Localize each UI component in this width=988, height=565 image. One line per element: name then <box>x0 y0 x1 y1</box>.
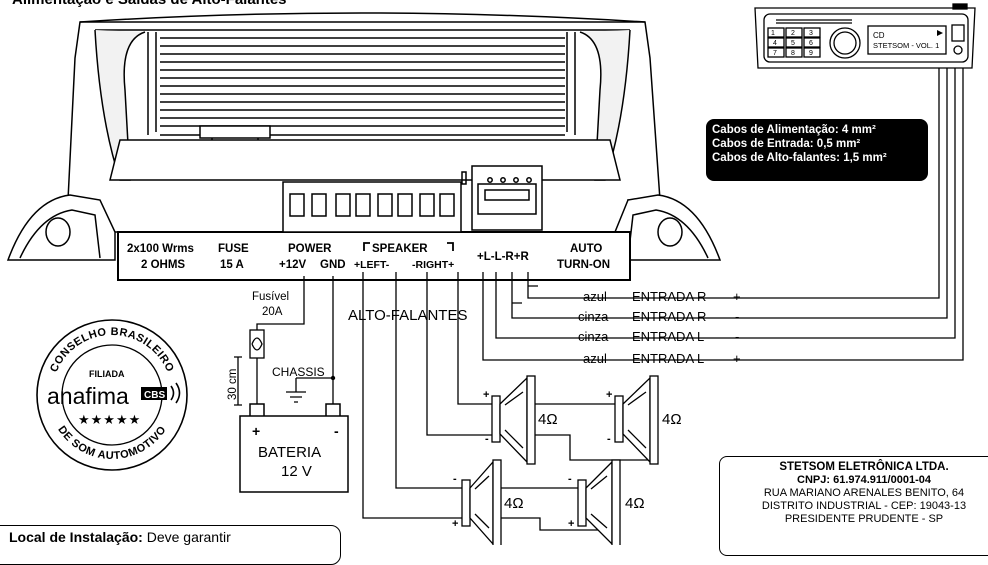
entrada-3-name: ENTRADA L <box>632 351 704 366</box>
entrada-0-color: azul <box>583 289 607 304</box>
entrada-1-name: ENTRADA R <box>632 309 706 324</box>
entrada-0-name: ENTRADA R <box>632 289 706 304</box>
cable-spec-speaker: Cabos de Alto-falantes: 1,5 mm² <box>712 152 887 164</box>
battery <box>239 403 349 493</box>
wiring-diagram: 2x100 Wrms 2 OHMS FUSE 15 A POWER +12V G… <box>6 3 976 545</box>
power-wires <box>234 276 334 406</box>
speakers-label: ALTO-FALANTES <box>348 307 467 324</box>
install-title: Local de Instalação: <box>9 529 143 545</box>
display-line-1: CD <box>873 31 885 40</box>
install-text: Deve garantir <box>146 529 231 545</box>
entrada-3-color: azul <box>583 351 607 366</box>
company-district: DISTRITO INDUSTRIAL - CEP: 19043-13 <box>761 500 967 512</box>
input-terminals: +L-L-R+R <box>477 251 529 263</box>
svg-text:+: + <box>483 389 489 401</box>
speaker-2-ohm: 4Ω <box>662 411 682 428</box>
company-city: PRESIDENTE PRUDENTE - SP <box>784 513 944 525</box>
battery-minus: - <box>334 423 339 439</box>
speaker-3-ohm: 4Ω <box>504 495 524 512</box>
key-5: 5 <box>791 40 795 47</box>
fuse-symbol <box>249 329 265 359</box>
key-7: 7 <box>773 50 777 57</box>
speaker-1-ohm: 4Ω <box>538 411 558 428</box>
signal-waves-icon <box>170 382 181 404</box>
speaker-left: +LEFT- <box>354 259 390 271</box>
speaker-2 <box>614 375 659 465</box>
cable-spec-power: Cabos de Alimentação: 4 mm² <box>712 124 876 136</box>
entrada-3-sign: + <box>733 351 741 366</box>
company-info-box: STETSOM ELETRÔNICA LTDA. CNPJ: 61.974.91… <box>719 456 988 556</box>
entrada-2-sign: - <box>735 329 739 344</box>
svg-text:-: - <box>453 473 457 485</box>
fuse-value: 15 A <box>220 259 244 271</box>
speaker-right: -RIGHT+ <box>412 259 454 271</box>
play-icon <box>937 30 943 36</box>
page-title: Alimentação e Saídas de Alto-Falantes <box>12 0 287 8</box>
power-label: POWER <box>288 243 332 255</box>
amp-panel-labels: 2x100 Wrms 2 OHMS FUSE 15 A POWER +12V G… <box>127 243 610 271</box>
battery-name: BATERIA <box>258 444 321 461</box>
auto-turnon: TURN-ON <box>557 259 610 271</box>
key-9: 9 <box>809 50 813 57</box>
entrada-2-name: ENTRADA L <box>632 329 704 344</box>
chassis-label: CHASSIS <box>272 365 325 379</box>
key-3: 3 <box>809 30 813 37</box>
speaker-1 <box>491 375 536 465</box>
cable-spec-box: Cabos de Alimentação: 4 mm² Cabos de Ent… <box>706 119 928 181</box>
entrada-labels: azul ENTRADA R + cinza ENTRADA R - cinza… <box>578 289 741 366</box>
key-2: 2 <box>791 30 795 37</box>
key-1: 1 <box>771 30 775 37</box>
key-8: 8 <box>791 50 795 57</box>
speaker-wires <box>362 272 651 531</box>
svg-text:+: + <box>568 518 574 530</box>
entrada-2-color: cinza <box>578 329 609 344</box>
svg-text:-: - <box>568 473 572 485</box>
badge-brand: anafima <box>47 383 129 409</box>
svg-text:-: - <box>607 433 611 445</box>
speaker-bracket <box>363 242 454 251</box>
signal-wires <box>482 68 964 361</box>
speaker-polarity: + - + - - + - + <box>452 389 612 530</box>
key-6: 6 <box>809 40 813 47</box>
head-unit <box>754 3 976 69</box>
entrada-0-sign: + <box>733 289 741 304</box>
battery-plus: + <box>252 423 260 439</box>
speaker-4 <box>577 459 621 545</box>
amplifier-body <box>6 12 722 281</box>
spec-line-1: 2x100 Wrms <box>127 243 194 255</box>
svg-text:-: - <box>485 433 489 445</box>
power-12v: +12V <box>279 259 307 271</box>
battery-voltage: 12 V <box>281 463 312 480</box>
auto-label: AUTO <box>570 243 602 255</box>
company-name: STETSOM ELETRÔNICA LTDA. <box>779 461 949 473</box>
svg-text:+: + <box>452 518 458 530</box>
key-4: 4 <box>773 40 777 47</box>
spec-line-2: 2 OHMS <box>141 259 185 271</box>
install-note-box: Local de Instalação: Deve garantir <box>0 525 341 565</box>
speaker-4-ohm: 4Ω <box>625 495 645 512</box>
power-gnd: GND <box>320 259 346 271</box>
display-line-2: STETSOM - VOL. 1 <box>873 41 939 50</box>
company-address: RUA MARIANO ARENALES BENITO, 64 <box>763 487 965 499</box>
fuse-rating-value: 20A <box>262 306 283 318</box>
badge-filiada: FILIADA <box>89 369 125 379</box>
cable-spec-input: Cabos de Entrada: 0,5 mm² <box>712 138 861 150</box>
fuse-label: FUSE <box>218 243 249 255</box>
chassis-junction <box>330 375 336 381</box>
fuse-rating-label: Fusível <box>252 291 289 303</box>
svg-text:+: + <box>606 389 612 401</box>
speaker-3 <box>461 459 502 545</box>
badge-cbs: CBS <box>144 390 165 401</box>
badge-stars: ★★★★★ <box>78 412 141 427</box>
anafima-badge: CONSELHO BRASILEIRO DE SOM AUTOMOTIVO FI… <box>36 319 188 471</box>
company-cnpj: CNPJ: 61.974.911/0001-04 <box>797 474 931 486</box>
distance-label: 30 cm <box>227 369 239 400</box>
speaker-label: SPEAKER <box>372 243 428 255</box>
head-unit-keys: 1 2 3 4 5 6 7 8 9 <box>771 30 813 57</box>
entrada-1-color: cinza <box>578 309 609 324</box>
entrada-1-sign: - <box>735 309 739 324</box>
